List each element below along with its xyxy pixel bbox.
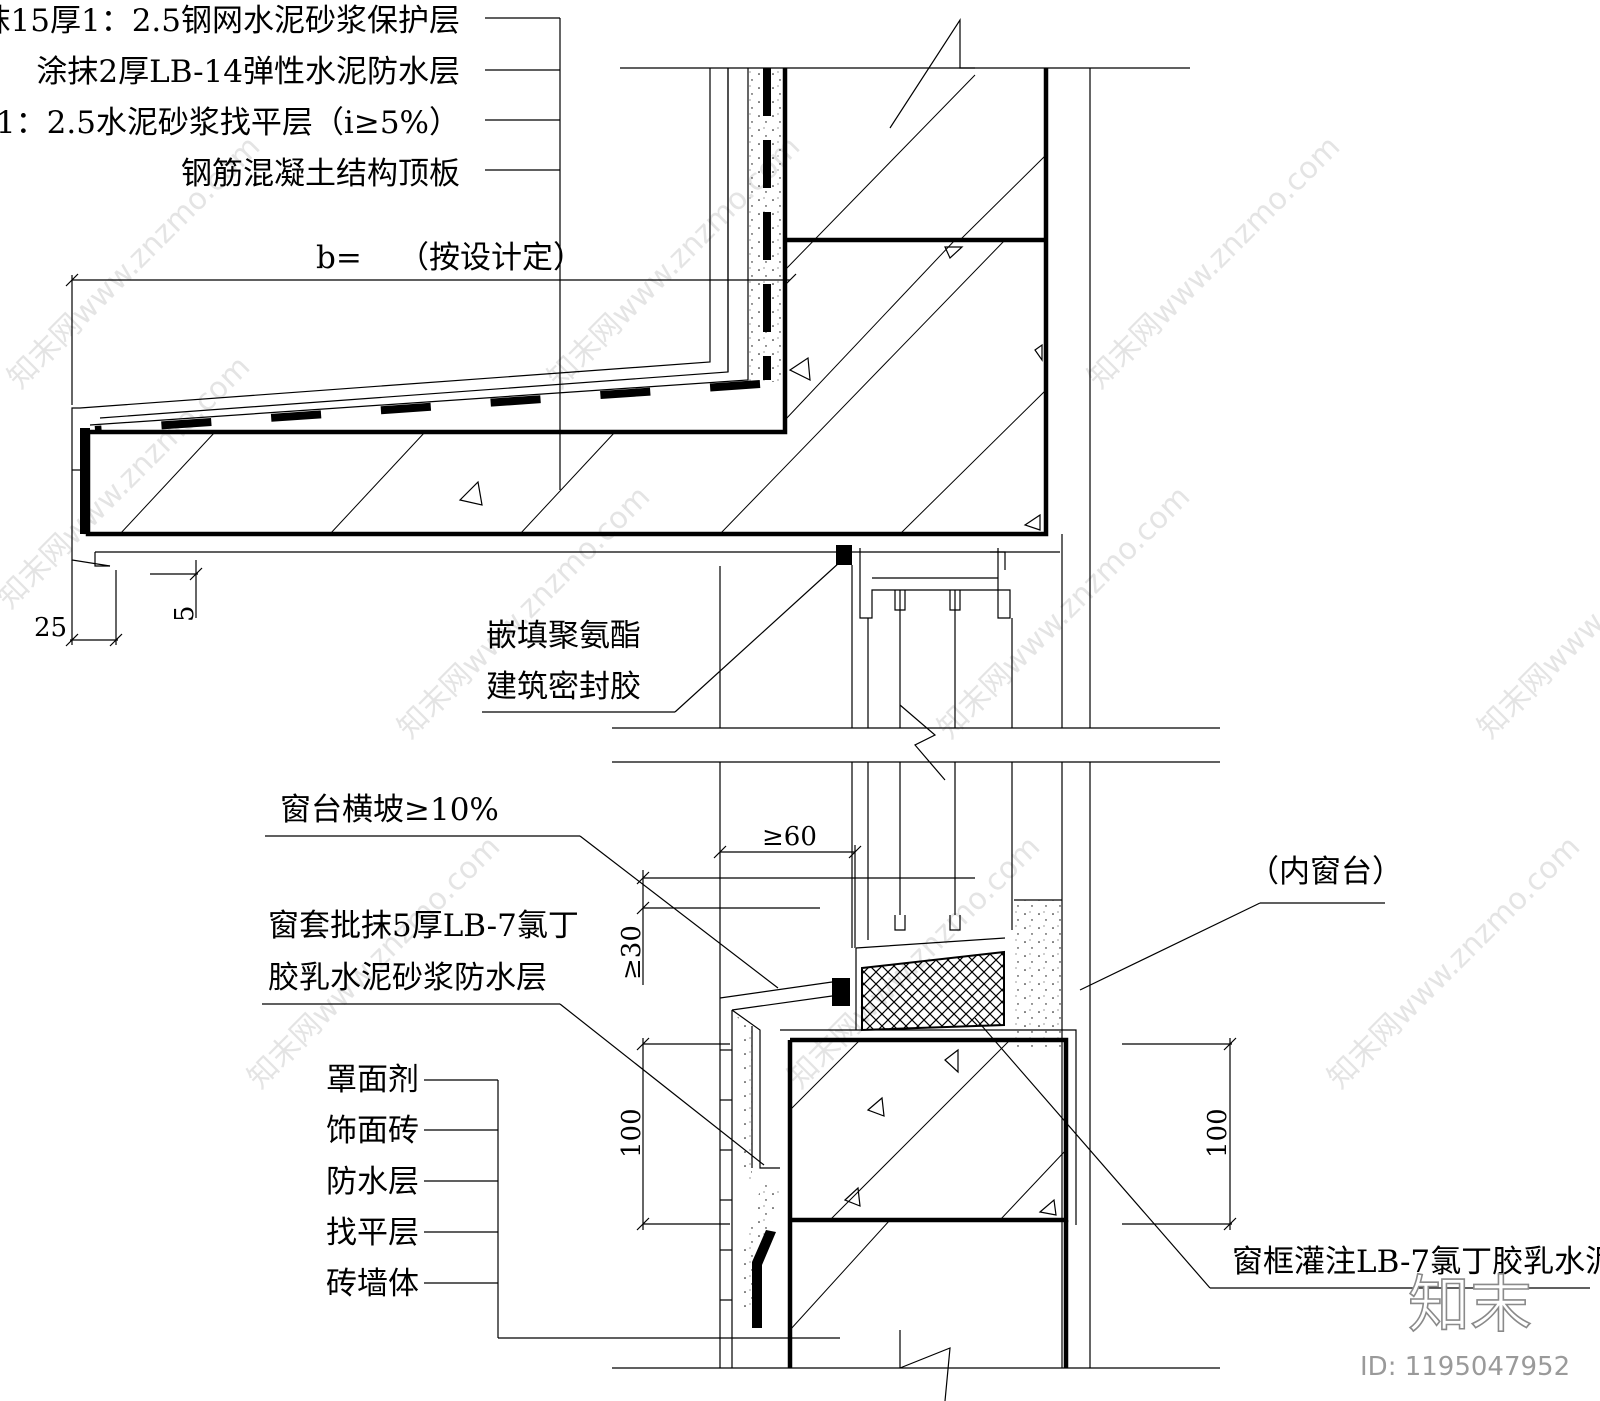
label-sealant-1: 嵌填聚氨酯 (486, 618, 641, 654)
window-frame-upper (836, 545, 1013, 728)
label-waterproof-layer: 涂抹2厚LB-14弹性水泥防水层 (36, 54, 460, 90)
label-slab: 钢筋混凝土结构顶板 (181, 156, 460, 192)
label-tile: 饰面砖 (326, 1113, 419, 1149)
label-waterproof: 防水层 (326, 1164, 419, 1200)
dim-100-left: 100 (617, 1108, 647, 1158)
dimensions: 25 5 ≥60 ≥30 100 100 (34, 560, 1237, 1231)
label-cover-agent: 罩面剂 (326, 1062, 419, 1098)
label-b: b= (316, 240, 362, 276)
brand-watermark: 知末 ID: 1195047952 (1360, 1267, 1570, 1382)
label-sealant-2: 建筑密封胶 (486, 669, 641, 705)
annotation-labels: 批抹15厚1：2.5钢网水泥砂浆保护层 涂抹2厚LB-14弹性水泥防水层 批抹1… (0, 3, 1600, 1302)
label-frame-grout: 窗框灌注LB-7氯丁胶乳水泥浆 (1232, 1244, 1600, 1280)
tile-joints (720, 1010, 733, 1368)
leader-lines (65, 17, 1590, 1339)
label-leveling-layer: 批抹1：2.5水泥砂浆找平层（i≥5%） (0, 105, 460, 141)
label-casing-1: 窗套批抹5厚LB-7氯丁 (268, 908, 579, 944)
dim-5: 5 (170, 605, 200, 622)
label-brick-wall: 砖墙体 (326, 1266, 419, 1302)
label-sill-slope: 窗台横坡≥10% (280, 792, 499, 828)
watermark-text: 知末网www.znzmo.com (1081, 129, 1347, 395)
brand-id: ID: 1195047952 (1360, 1352, 1570, 1382)
label-b-note: （按设计定） (398, 240, 584, 276)
brand-logo-text: 知末 (1408, 1268, 1532, 1341)
dim-60: ≥60 (762, 822, 817, 852)
concrete-hatch (119, 74, 1047, 535)
watermark-text: 知末网www.znzmo.com (1471, 479, 1600, 745)
label-casing-2: 胶乳水泥砂浆防水层 (268, 960, 547, 996)
dim-30: ≥30 (617, 925, 647, 980)
frame-grout-fill (861, 950, 1005, 1032)
label-leveling: 找平层 (326, 1215, 419, 1251)
dim-100-right: 100 (1203, 1108, 1233, 1158)
dim-25: 25 (34, 613, 67, 643)
label-inner-sill: （内窗台） (1248, 854, 1403, 890)
watermark-text: 知末网www.znzmo.com (931, 479, 1197, 745)
wall-and-window (612, 68, 1220, 1401)
canopy-section (71, 17, 1190, 567)
window-frame-lower (851, 762, 1013, 1032)
watermark-layer: 知末网www.znzmo.com 知末网www.znzmo.com 知末网www… (0, 129, 1600, 1095)
watermark-text: 知末网www.znzmo.com (0, 349, 257, 615)
watermark-text: 知末网www.znzmo.com (391, 479, 657, 745)
label-protect-layer: 批抹15厚1：2.5钢网水泥砂浆保护层 (0, 3, 460, 39)
